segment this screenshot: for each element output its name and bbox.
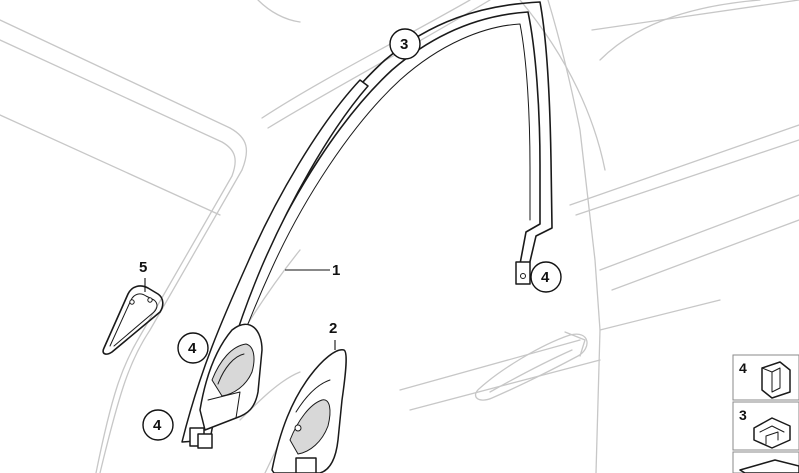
a-pillar-trim <box>181 79 369 449</box>
callout-part-2: 2 <box>329 320 337 337</box>
svg-text:4: 4 <box>739 360 747 376</box>
triangular-seal <box>102 285 164 355</box>
callout-part-1: 1 <box>332 262 340 279</box>
legend-item-partial <box>732 451 799 473</box>
svg-text:3: 3 <box>400 36 408 53</box>
svg-text:4: 4 <box>153 417 162 434</box>
svg-text:4: 4 <box>541 269 550 286</box>
retainer-icon <box>753 417 791 449</box>
callout-part-5: 5 <box>139 259 147 276</box>
callout-circle-part-4-door: 4 <box>530 261 562 293</box>
callout-circle-part-3: 3 <box>389 28 421 60</box>
legend-item-4: 4 <box>732 354 799 401</box>
leader-lines <box>144 269 336 350</box>
callout-circle-part-4-lower: 4 <box>142 409 174 441</box>
clip-icon <box>761 361 791 399</box>
svg-text:4: 4 <box>188 340 197 357</box>
svg-text:3: 3 <box>739 407 747 423</box>
triangle-cover <box>271 349 347 473</box>
legend-item-3: 3 <box>732 401 799 451</box>
callout-circle-part-4-upper: 4 <box>177 332 209 364</box>
